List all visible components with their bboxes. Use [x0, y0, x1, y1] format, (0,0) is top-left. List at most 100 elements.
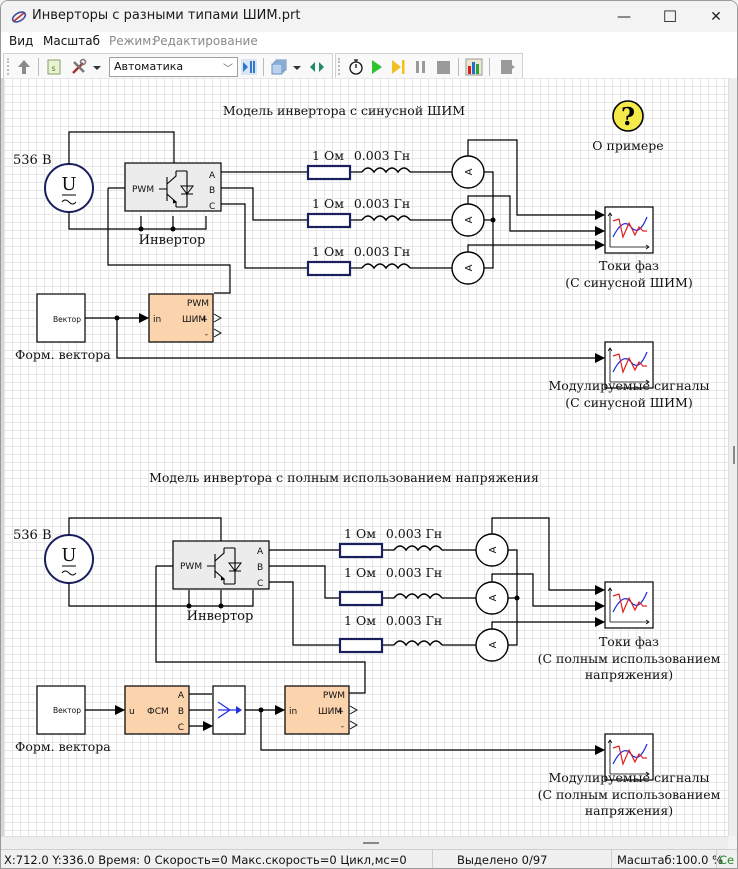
chart-icon[interactable]	[465, 58, 483, 76]
horizontal-scrollbar-thumb[interactable]	[363, 842, 379, 844]
resistor-value: 1 Ом	[312, 148, 344, 163]
ammeter-symbol: A	[464, 216, 475, 223]
up-arrow-icon[interactable]	[15, 58, 33, 76]
inductor[interactable]	[361, 215, 411, 221]
wire	[221, 187, 452, 221]
s2-mux-block[interactable]	[212, 685, 246, 735]
ac-icon	[61, 194, 77, 205]
maximize-icon: ☐	[662, 7, 678, 26]
layers-icon[interactable]	[270, 58, 288, 76]
menu-mode-value[interactable]: Редактирование	[153, 34, 258, 48]
resistor[interactable]	[306, 164, 352, 181]
s2-phase-a[interactable]: 1 Ом 0.003 Гн A	[338, 526, 509, 567]
menu-view[interactable]: Вид	[9, 34, 34, 48]
stopwatch-icon[interactable]	[347, 58, 365, 76]
s2-pwm-block[interactable]: PWM in ШИМ + -	[284, 685, 358, 735]
menu-zoom[interactable]: Масштаб	[43, 34, 101, 48]
inductor[interactable]	[361, 263, 411, 269]
stop-icon[interactable]	[434, 58, 452, 76]
wire	[155, 565, 366, 694]
resistor[interactable]	[338, 590, 384, 607]
script-icon[interactable]: s	[45, 58, 63, 76]
toolbar-group-edit: s Автоматика ﹀	[3, 53, 333, 78]
fsm-in-port: u	[129, 707, 135, 717]
close-icon: ✕	[710, 8, 722, 25]
s1-scope-currents-label2: (С синусной ШИМ)	[565, 275, 692, 290]
toolbar-grip[interactable]	[338, 58, 340, 75]
help-icon[interactable]	[612, 100, 644, 132]
s2-fsm-block[interactable]: u ФСМ A B C	[124, 685, 190, 735]
status-separator	[611, 850, 612, 868]
mode-select[interactable]: Автоматика ﹀	[109, 57, 238, 77]
wire	[68, 583, 254, 607]
junction	[138, 226, 144, 232]
s2-scope-currents[interactable]	[604, 581, 654, 629]
about-button[interactable]: ? О примере	[592, 100, 664, 153]
pause-icon[interactable]	[412, 58, 430, 76]
s1-phase-b[interactable]: 1 Ом 0.003 Гн A	[306, 196, 485, 237]
wire	[269, 581, 476, 646]
close-button[interactable]: ✕	[693, 1, 737, 32]
inductor[interactable]	[393, 640, 443, 646]
s2-inverter-port-b: B	[257, 563, 263, 573]
section2-title: Модель инвертора с полным использованием…	[149, 470, 539, 485]
wire	[68, 212, 207, 230]
vertical-scrollbar-thumb[interactable]	[733, 446, 735, 464]
vector-block-text: Вектор	[53, 706, 81, 715]
resistor[interactable]	[338, 637, 384, 654]
minimize-button[interactable]: —	[601, 1, 647, 32]
signal-wire	[189, 693, 212, 726]
inductor[interactable]	[393, 593, 443, 599]
s2-phase-c[interactable]: 1 Ом 0.003 Гн A	[338, 613, 509, 662]
inductor-value: 0.003 Гн	[386, 613, 442, 628]
maximize-button[interactable]: ☐	[647, 1, 693, 32]
s2-vector-block[interactable]: Вектор	[36, 685, 86, 735]
s1-pwm-block[interactable]: PWM in ШИМ + -	[148, 293, 222, 343]
signal-wire	[467, 139, 605, 220]
about-label: О примере	[592, 138, 663, 153]
step-icon[interactable]	[389, 58, 407, 76]
play-icon[interactable]	[368, 58, 386, 76]
status-extra: Се	[719, 853, 735, 867]
s2-voltage-source[interactable]: U	[44, 534, 94, 584]
s2-phase-b[interactable]: 1 Ом 0.003 Гн A	[338, 565, 509, 615]
vertical-scrollbar[interactable]	[728, 78, 737, 836]
horizontal-scrollbar[interactable]	[1, 836, 728, 849]
resistor[interactable]	[338, 542, 384, 559]
toolbar-separator	[263, 58, 264, 76]
dropdown-icon[interactable]	[292, 58, 302, 76]
inductor[interactable]	[393, 545, 443, 551]
s2-scope-currents-label2: (С полным использованием	[538, 651, 721, 666]
s1-inverter-label: Инвертор	[139, 233, 206, 248]
inductor-value: 0.003 Гн	[354, 244, 410, 259]
fsm-port-a: A	[178, 691, 185, 701]
pwm-block-name: ШИМ	[318, 707, 342, 717]
diagram-canvas[interactable]: Модель инвертора с синусной ШИМ ? О прим…	[1, 78, 728, 836]
link-icon[interactable]	[240, 58, 258, 76]
s1-inverter-block[interactable]: PWM A B C	[124, 162, 222, 212]
dropdown-icon[interactable]	[92, 58, 102, 76]
s1-scope-signals-label: Модулируемые сигналы	[549, 378, 710, 393]
s1-scope-currents[interactable]	[604, 206, 654, 254]
tools-icon[interactable]	[70, 58, 88, 76]
signal-wire	[491, 517, 605, 595]
signal-wire	[491, 617, 605, 629]
resistor[interactable]	[306, 212, 352, 229]
s1-phase-c[interactable]: 1 Ом 0.003 Гн A	[306, 244, 485, 285]
resistor-value: 1 Ом	[312, 196, 344, 211]
s2-scope-currents-label: Токи фаз	[599, 634, 659, 649]
sync-icon[interactable]	[308, 58, 326, 76]
s1-vector-block[interactable]: Вектор	[36, 293, 86, 343]
mode-select-value: Автоматика	[114, 60, 184, 73]
s1-source-voltage: 536 В	[13, 153, 52, 168]
inductor[interactable]	[361, 167, 411, 173]
s1-voltage-source[interactable]: U	[44, 163, 94, 213]
pwm-in-port: in	[289, 707, 297, 717]
resistor[interactable]	[306, 260, 352, 277]
junction	[170, 226, 176, 232]
s2-inverter-label: Инвертор	[187, 609, 254, 624]
s1-phase-a[interactable]: 1 Ом 0.003 Гн A	[306, 148, 485, 189]
export-icon[interactable]	[498, 58, 516, 76]
toolbar-grip[interactable]	[7, 58, 9, 75]
s2-inverter-block[interactable]: PWM A B C	[172, 540, 270, 590]
